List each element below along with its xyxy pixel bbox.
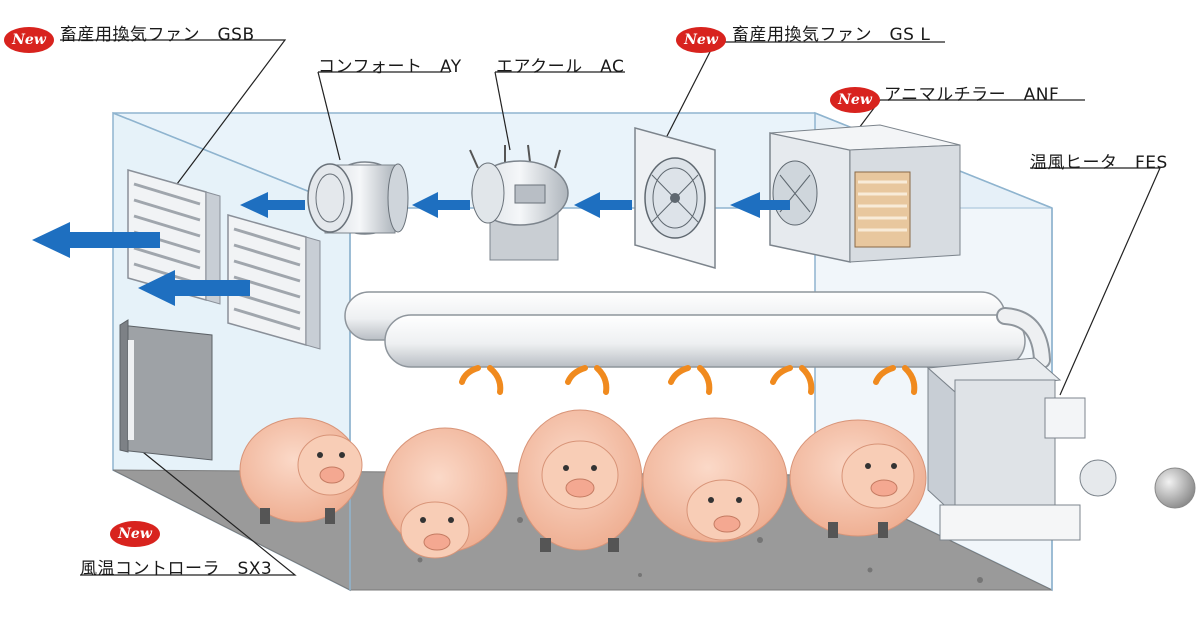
airflow-arrow bbox=[32, 222, 160, 258]
gsl-panel-fan bbox=[634, 127, 716, 269]
label-ac: エアクール AC bbox=[496, 57, 625, 77]
leader-lines bbox=[60, 39, 1161, 576]
pig-icon bbox=[239, 417, 363, 524]
label-ay: コンフォート AY bbox=[318, 57, 462, 77]
airflow-arrow bbox=[412, 192, 470, 218]
sx3-controller bbox=[119, 319, 213, 461]
label-gsb: 畜産用換気ファン GSB bbox=[60, 25, 255, 45]
warm-air-duct bbox=[344, 291, 1051, 369]
pig-icon bbox=[382, 427, 508, 559]
airflow-arrow bbox=[138, 270, 250, 306]
fes-heater bbox=[926, 357, 1117, 541]
warm-air-arrow bbox=[668, 365, 691, 385]
airflow-arrow bbox=[240, 192, 305, 218]
airflow-arrow bbox=[574, 192, 632, 218]
warm-air-arrow bbox=[565, 365, 588, 385]
warm-air-arrow bbox=[697, 365, 713, 395]
anf-animal-chiller bbox=[769, 124, 961, 263]
label-gsl: 畜産用換気ファン GS L bbox=[732, 25, 931, 45]
airflow-arrow bbox=[730, 192, 790, 218]
ay-comfort-fan bbox=[307, 161, 409, 235]
new-badge: New bbox=[676, 27, 726, 53]
pig-icon bbox=[517, 409, 643, 552]
pig-icon bbox=[642, 417, 788, 543]
new-badge: New bbox=[110, 521, 160, 547]
pigs bbox=[239, 409, 927, 559]
label-fes: 温風ヒータ FES bbox=[1030, 153, 1168, 173]
pig-icon bbox=[789, 419, 927, 538]
decorative-ball bbox=[1154, 467, 1196, 509]
ac-aircool-unit bbox=[469, 144, 569, 261]
warm-air-arrow bbox=[594, 365, 610, 395]
new-badge: New bbox=[830, 87, 880, 113]
warm-air-arrow bbox=[487, 365, 504, 395]
warm-air-arrow bbox=[770, 365, 793, 385]
label-anf: アニマルチラー ANF bbox=[884, 85, 1060, 105]
warm-air-arrow bbox=[459, 365, 481, 385]
warm-air-arrows bbox=[459, 365, 918, 395]
warm-air-arrow bbox=[873, 365, 896, 385]
warm-air-arrow bbox=[902, 365, 918, 395]
airflow-arrows bbox=[32, 192, 790, 306]
new-badge: New bbox=[4, 27, 54, 53]
label-sx3: 風温コントローラ SX3 bbox=[80, 559, 273, 579]
warm-air-arrow bbox=[799, 365, 815, 395]
